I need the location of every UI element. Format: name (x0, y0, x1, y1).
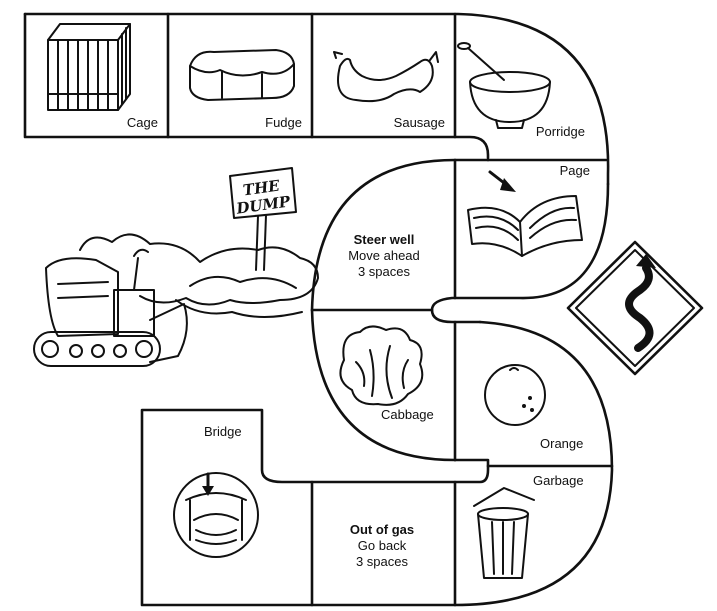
space-fudge: Fudge (265, 115, 302, 130)
porridge-icon (457, 42, 551, 129)
space-cage: Cage (126, 115, 158, 130)
steer-well-line2: 3 spaces (357, 264, 411, 279)
steer-well-space: Steer well Move ahead 3 spaces (334, 232, 434, 280)
board-track (23, 12, 614, 607)
space-orange: Orange (540, 436, 584, 451)
out-of-gas-line2: 3 spaces (355, 554, 409, 569)
space-page: Page (559, 163, 590, 178)
arrow-icon (202, 486, 214, 496)
road-arrow-icon (636, 254, 656, 268)
garbage-can-icon (473, 487, 535, 579)
dump-scene (79, 167, 319, 318)
space-sausage: Sausage (393, 115, 445, 130)
book-icon (467, 170, 583, 257)
orange-icon (484, 364, 546, 426)
out-of-gas-space: Out of gas Go back 3 spaces (332, 522, 432, 570)
space-garbage: Garbage (533, 473, 584, 488)
space-cabbage: Cabbage (381, 407, 434, 422)
bulldozer-icon (33, 248, 188, 367)
steer-well-title: Steer well (353, 232, 415, 247)
fudge-icon (189, 49, 295, 101)
space-porridge: Porridge (535, 124, 585, 139)
dump-sign-line1: THE (242, 176, 281, 199)
arrow-icon (500, 178, 516, 192)
out-of-gas-line1: Go back (357, 538, 407, 553)
cabbage-icon (339, 325, 424, 406)
sausage-icon (333, 51, 439, 103)
space-bridge: Bridge (204, 424, 242, 439)
steer-well-line1: Move ahead (348, 248, 420, 263)
bridge-icon (173, 472, 259, 558)
winding-road-sign (566, 240, 704, 376)
out-of-gas-title: Out of gas (349, 522, 415, 537)
winding-road-icon (625, 264, 654, 352)
cage-icon (47, 23, 131, 111)
